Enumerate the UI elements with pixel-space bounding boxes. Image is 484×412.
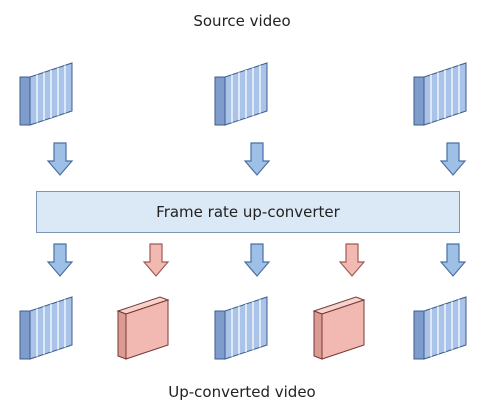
frame-side-face <box>214 310 226 360</box>
interp-front-face <box>321 299 365 360</box>
frame-side-face <box>19 76 31 126</box>
frame-side-face <box>413 310 425 360</box>
output-frame-stack-1 <box>19 296 73 360</box>
arrow-shape <box>439 142 467 176</box>
down-arrow-top-3 <box>439 142 467 176</box>
interp-side-face <box>313 310 323 360</box>
arrow-shape <box>46 243 74 277</box>
down-arrow-bottom-5 <box>439 243 467 277</box>
interpolated-frame-1 <box>116 296 170 360</box>
arrow-shape <box>439 243 467 277</box>
down-arrow-bottom-1 <box>46 243 74 277</box>
arrow-shape <box>243 142 271 176</box>
interp-side-face <box>117 310 127 360</box>
output-frame-stack-3 <box>413 296 467 360</box>
down-arrow-bottom-2 <box>142 243 170 277</box>
frame-side-face <box>214 76 226 126</box>
up-converted-video-title: Up-converted video <box>168 383 316 401</box>
output-frame-stack-2 <box>214 296 268 360</box>
source-frame-stack-3 <box>413 62 467 126</box>
source-frame-stack-2 <box>214 62 268 126</box>
frame-rate-up-converter-box: Frame rate up-converter <box>36 191 460 233</box>
arrow-shape <box>338 243 366 277</box>
down-arrow-top-1 <box>46 142 74 176</box>
source-frame-stack-1 <box>19 62 73 126</box>
interp-front-face <box>125 299 169 360</box>
frame-side-face <box>413 76 425 126</box>
frame-side-face <box>19 310 31 360</box>
down-arrow-bottom-4 <box>338 243 366 277</box>
arrow-shape <box>46 142 74 176</box>
source-video-title: Source video <box>193 12 291 30</box>
converter-label: Frame rate up-converter <box>156 203 340 221</box>
arrow-shape <box>142 243 170 277</box>
down-arrow-top-2 <box>243 142 271 176</box>
down-arrow-bottom-3 <box>243 243 271 277</box>
interpolated-frame-2 <box>312 296 366 360</box>
arrow-shape <box>243 243 271 277</box>
